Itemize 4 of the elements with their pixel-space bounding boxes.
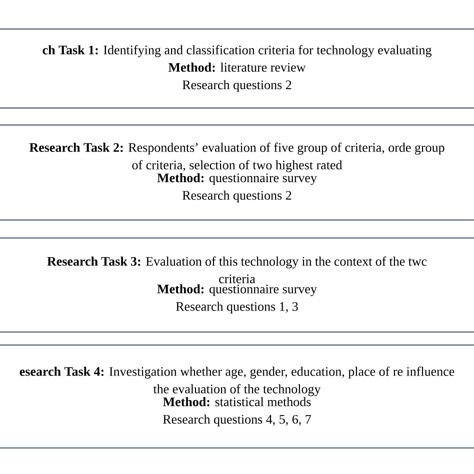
task-box: esearch Task 4: Investigation whether age, gender, education, place of re influence the evaluation of the technology Method: statistical methods Research questions 4, 5, 6, 7 — [0, 344, 474, 449]
task-box: Research Task 3: Evaluation of this technology in the context of the twc criteria Method: questionnaire survey Research questions 1, 3 — [0, 237, 474, 333]
task-box: Research Task 2: Respondents’ evaluation of five group of criteria, orde group of criteria, selection of two highest rated Method: questionnaire survey Research questions 2 — [0, 124, 474, 221]
task-box: ch Task 1: Identifying and classification criteria for technology evaluating Method: literature review Research questions 2 — [0, 28, 474, 109]
